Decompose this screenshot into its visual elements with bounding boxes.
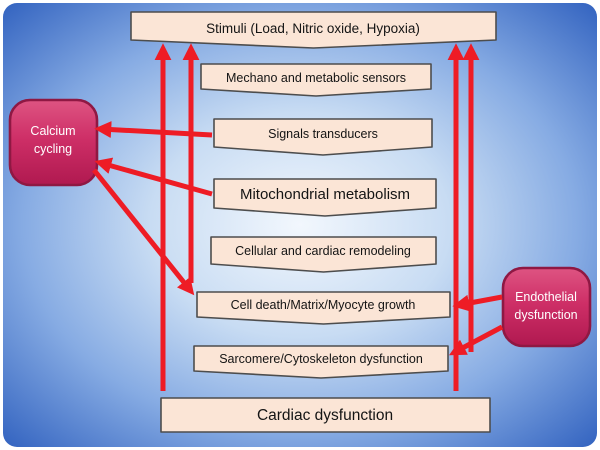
remodeling-label: Cellular and cardiac remodeling <box>235 244 411 258</box>
cardiac-dysfunction-label: Cardiac dysfunction <box>257 407 393 424</box>
sarcomere-box <box>193 345 449 379</box>
mitochondrial-to-calcium-arrow <box>94 157 213 197</box>
stimuli-box <box>130 11 497 49</box>
cell-death-label: Cell death/Matrix/Myocyte growth <box>231 298 416 312</box>
cell-death-box <box>196 291 451 325</box>
signal-transducers-label: Signals transducers <box>268 127 378 141</box>
endothelial-to-sarcomere-arrow <box>448 324 504 356</box>
endothelial-dysfunction-box <box>501 266 592 348</box>
endothelial-label-line2: dysfunction <box>514 308 577 322</box>
mitochondrial-metabolism-box <box>213 178 437 217</box>
endothelial-label-line1: Endothelial <box>515 290 577 304</box>
sarcomere-label: Sarcomere/Cytoskeleton dysfunction <box>219 352 423 366</box>
calcium-cycling-label-line2: cycling <box>34 142 72 156</box>
calcium-cycling-label-line1: Calcium <box>30 124 75 138</box>
remodeling-box <box>210 236 437 273</box>
calcium-cycling-box <box>8 98 99 187</box>
sensors-label: Mechano and metabolic sensors <box>226 71 406 85</box>
endothelial-to-cell-death-arrow <box>452 294 503 312</box>
cardiac-dysfunction-box <box>160 397 491 433</box>
diagram-background <box>3 3 597 447</box>
stimuli-label: Stimuli (Load, Nitric oxide, Hypoxia) <box>206 21 420 36</box>
transducers-to-calcium-arrow <box>94 121 213 139</box>
sensors-box <box>200 63 432 97</box>
signal-transducers-box <box>213 118 433 156</box>
mitochondrial-metabolism-label: Mitochondrial metabolism <box>240 186 410 203</box>
calcium-to-cell-death-arrow <box>92 168 195 296</box>
